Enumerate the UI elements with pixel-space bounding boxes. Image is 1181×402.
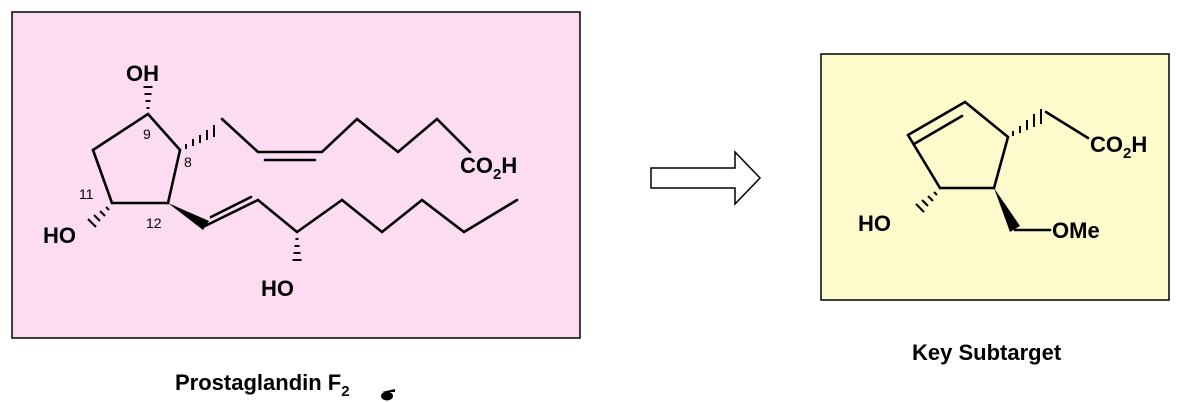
- bond-c9-c8: [146, 112, 182, 152]
- carbon-number-8: 8: [184, 154, 192, 170]
- trans-double-bond: [209, 195, 253, 219]
- hollow-right-arrow-icon: [650, 150, 762, 206]
- carbon-number-9: 9: [143, 126, 151, 142]
- hashed-bond-side-chain: [1012, 109, 1042, 136]
- subtarget-box: [820, 53, 1170, 301]
- bond-c8-c12: [166, 148, 182, 205]
- ring-bond-top: [906, 100, 967, 137]
- upper-chain: [220, 117, 472, 154]
- prostaglandin-structure: OH HO HO CO2H 9 8 11 12: [43, 61, 519, 301]
- hashed-bond-c11-oh: [87, 206, 110, 228]
- prostaglandin-name: Prostaglandin F2: [175, 370, 350, 400]
- hashed-bond-ho: [915, 191, 938, 213]
- ring-bond-right-upper: [963, 100, 1010, 139]
- alpha-glyph-icon: [381, 389, 395, 401]
- hashed-bond-c8-chain: [185, 125, 215, 149]
- ho-bottom-label: HO: [261, 276, 294, 301]
- subtarget-name: Key Subtarget: [912, 340, 1062, 365]
- ho-left-label: HO: [43, 223, 76, 248]
- bond-ch2-acid: [1044, 110, 1090, 140]
- ring-bond-left: [906, 133, 942, 190]
- carbon-number-12: 12: [146, 215, 162, 231]
- lower-chain: [203, 198, 519, 234]
- hashed-bond-c9-oh: [143, 86, 153, 109]
- subtarget-structure: CO2H HO OMe: [858, 100, 1147, 243]
- oh-top-label: OH: [126, 61, 159, 86]
- bond-c10-c9: [91, 112, 150, 152]
- wedge-bond-ch2-ome: [994, 188, 1020, 232]
- ho-label-right: HO: [858, 211, 891, 236]
- bond-c11-c10: [91, 148, 114, 205]
- ring-double-bond-inner: [912, 114, 964, 146]
- wedge-bond-c12-chain: [168, 203, 209, 230]
- carboxylic-acid-label-right: CO2H: [1090, 132, 1147, 162]
- ring-bond-right-lower: [992, 135, 1010, 190]
- prostaglandin-box: [11, 11, 581, 339]
- carbon-number-11: 11: [79, 186, 94, 202]
- hashed-bond-c15-oh: [292, 238, 302, 261]
- ome-label: OMe: [1052, 218, 1100, 243]
- carboxylic-acid-label: CO2H: [460, 153, 517, 183]
